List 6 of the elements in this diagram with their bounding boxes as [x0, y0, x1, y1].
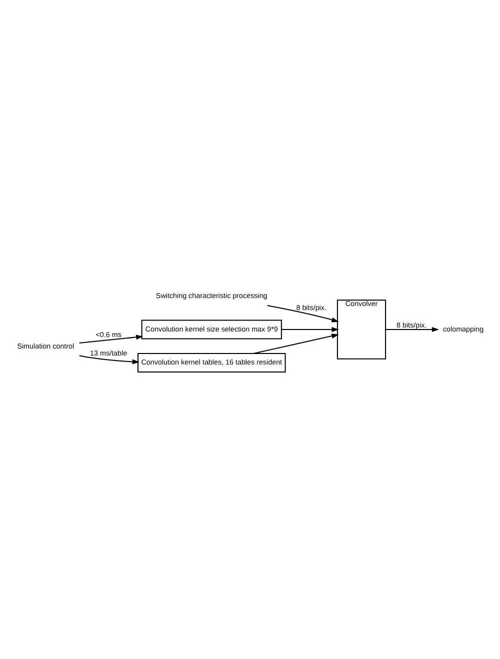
arrow	[78, 334, 143, 344]
arrow	[252, 334, 338, 354]
arrow	[78, 355, 139, 364]
arrow	[385, 326, 439, 332]
arrow	[281, 326, 338, 332]
arrow	[266, 304, 338, 322]
